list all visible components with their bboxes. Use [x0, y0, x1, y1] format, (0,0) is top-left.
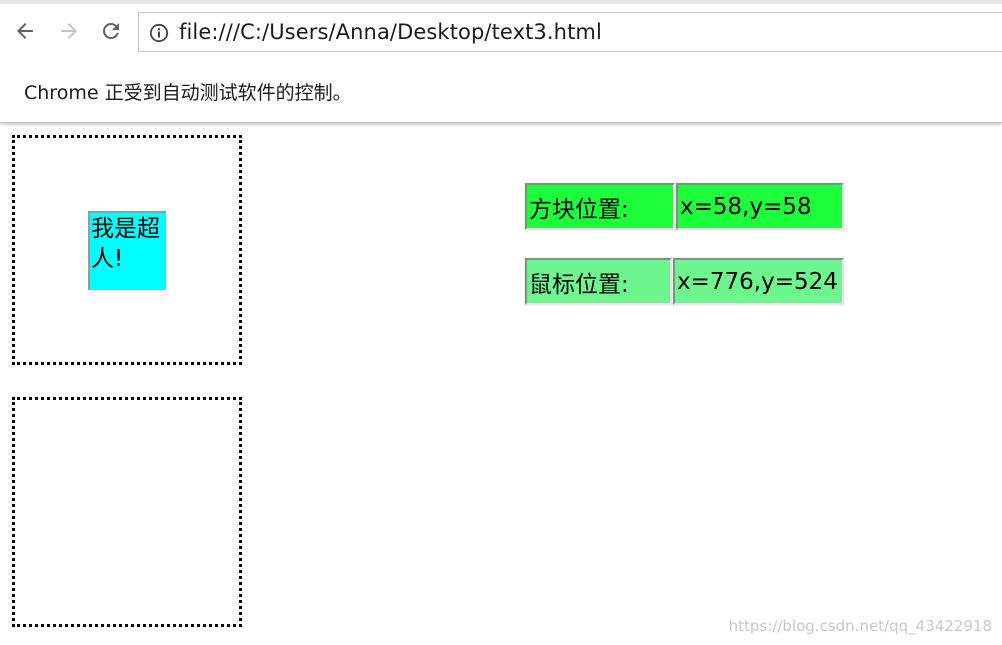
automation-infobar: Chrome 正受到自动测试软件的控制。 — [0, 58, 1002, 123]
watermark: https://blog.csdn.net/qq_43422918 — [728, 617, 992, 635]
block-position-row: 方块位置: x=58,y=58 — [525, 183, 844, 230]
reload-button[interactable] — [96, 16, 126, 46]
back-button[interactable] — [10, 16, 40, 46]
arrow-right-icon — [61, 23, 77, 39]
drop-box-top[interactable]: 我是超人! — [12, 135, 242, 365]
mouse-position-row: 鼠标位置: x=776,y=524 — [525, 258, 844, 305]
drop-box-bottom[interactable] — [12, 397, 242, 627]
block-position-table: 方块位置: x=58,y=58 — [524, 182, 845, 231]
browser-toolbar: file:///C:/Users/Anna/Desktop/text3.html — [0, 0, 1002, 58]
mouse-position-table: 鼠标位置: x=776,y=524 — [524, 257, 845, 306]
forward-button[interactable] — [54, 16, 84, 46]
draggable-block[interactable]: 我是超人! — [88, 211, 166, 290]
url-text[interactable]: file:///C:/Users/Anna/Desktop/text3.html — [179, 20, 602, 44]
reload-icon — [102, 22, 119, 39]
block-position-label: 方块位置: — [525, 183, 675, 230]
mouse-position-value: x=776,y=524 — [673, 258, 844, 305]
mouse-position-label: 鼠标位置: — [525, 258, 672, 305]
info-circle-icon[interactable] — [149, 23, 169, 43]
infobar-message: Chrome 正受到自动测试软件的控制。 — [24, 82, 352, 104]
address-bar[interactable]: file:///C:/Users/Anna/Desktop/text3.html — [138, 12, 1002, 52]
arrow-left-icon — [17, 23, 33, 39]
block-position-value: x=58,y=58 — [676, 183, 844, 230]
